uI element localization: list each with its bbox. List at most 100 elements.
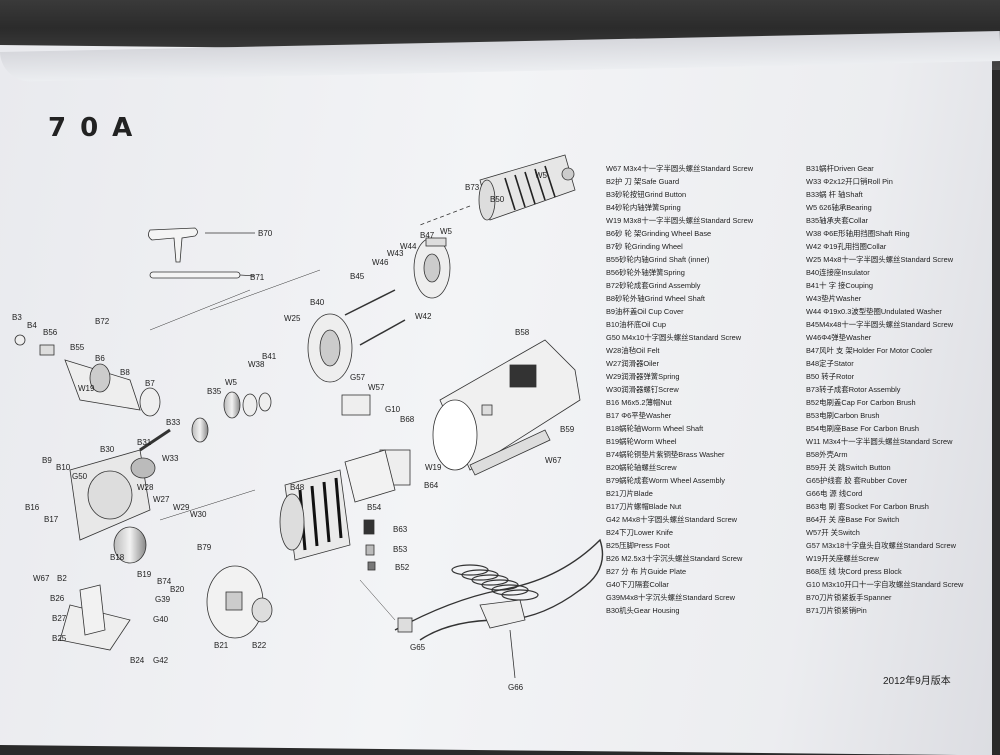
- part-label: B79: [197, 543, 212, 552]
- legend-entry: B8砂轮外轴Grind Wheel Shaft: [606, 294, 705, 303]
- part-label: B71: [250, 273, 265, 282]
- legend-entry: B41十 字 接Couping: [806, 281, 873, 290]
- legend-entry: W57开 关Switch: [806, 528, 860, 537]
- part-label-group: B70 B71 B73 B50 W5 W5 B47 W44 W43 W46 B4…: [12, 171, 575, 692]
- legend-entry: G42 M4x8十字圆头螺丝Standard Screw: [606, 515, 738, 524]
- part-label: G39: [155, 595, 171, 604]
- legend-entry: W27润滑器Oiler: [606, 359, 659, 368]
- legend-entry: B64开 关 座Base For Switch: [806, 515, 900, 524]
- insulator-drawing: [307, 313, 353, 383]
- legend-entry: B55砂轮内轴Grind Shaft (inner): [606, 255, 710, 264]
- legend-entry: G57 M3x18十字盘头自攻螺丝Standard Screw: [806, 541, 956, 550]
- part-label: B24: [130, 656, 145, 665]
- part-label: W38: [248, 360, 265, 369]
- legend-entry: B73转子成套Rotor Assembly: [806, 385, 901, 394]
- housing-drawing: [432, 339, 581, 471]
- legend-entry: B7砂 轮Grinding Wheel: [606, 242, 683, 251]
- part-label: B64: [424, 481, 439, 490]
- legend-entry: W33 Φ2x12开口销Roll Pin: [806, 177, 893, 186]
- part-label: W57: [368, 383, 385, 392]
- part-label: B73: [465, 183, 480, 192]
- legend-entry: B70刀片锁紧扳手Spanner: [806, 593, 892, 602]
- legend-entry: B20蜗轮轴螺丝Screw: [606, 463, 677, 472]
- part-label: B7: [145, 379, 155, 388]
- part-label: W5: [225, 378, 238, 387]
- gear-housing-drawing: [69, 449, 156, 541]
- legend-entry: B79蜗轮成套Worm Wheel Assembly: [606, 476, 725, 485]
- legend-entry: G39M4x8十字沉头螺丝Standard Screw: [606, 593, 735, 602]
- legend-entry: W19 M3x8十一字半圆头螺丝Standard Screw: [606, 216, 754, 225]
- part-label: B21: [214, 641, 229, 650]
- legend-entry: B33蜗 杆 轴Shaft: [806, 190, 863, 199]
- part-label: W27: [153, 495, 170, 504]
- legend-entry: B48定子Stator: [806, 359, 854, 368]
- part-label: G65: [410, 643, 426, 652]
- part-label: B2: [57, 574, 67, 583]
- legend-entry: W29润滑器弹簧Spring: [606, 372, 680, 381]
- legend-entry: B3砂轮按钮Grind Button: [606, 190, 687, 199]
- part-label: B9: [42, 456, 52, 465]
- legend-entry: B17刀片螺帽Blade Nut: [606, 502, 682, 511]
- part-label: W46: [372, 258, 389, 267]
- legend-entry: B71刀片锁紧销Pin: [806, 606, 867, 615]
- legend-entry: W19开关座螺丝Screw: [806, 554, 879, 563]
- part-label: B40: [310, 298, 325, 307]
- part-label: B6: [95, 354, 105, 363]
- pin-drawing: [149, 271, 241, 279]
- part-label: W19: [78, 384, 95, 393]
- part-label: B16: [25, 503, 40, 512]
- legend-entry: B2护 刀 架Safe Guard: [606, 177, 680, 186]
- fan-holder-drawing: [413, 237, 451, 299]
- part-label: B31: [137, 438, 152, 447]
- legend-entry: B26 M2.5x3十字沉头螺丝Standard Screw: [606, 554, 743, 563]
- part-label: B54: [367, 503, 382, 512]
- legend-entry: G40下刀隔套Collar: [606, 580, 669, 589]
- legend-entry: B30机头Gear Housing: [606, 606, 680, 615]
- legend-entry: B56砂轮外轴弹簧Spring: [606, 268, 685, 277]
- legend-entry: B6砂 轮 架Grinding Wheel Base: [606, 229, 712, 238]
- part-label: B18: [110, 553, 125, 562]
- part-label: W28: [137, 483, 154, 492]
- part-label: B53: [393, 545, 408, 554]
- switch-drawing: [469, 429, 551, 476]
- rotor-drawing: [419, 154, 576, 226]
- part-label: W5: [440, 227, 453, 236]
- part-label: B41: [262, 352, 277, 361]
- legend-entry: B74蜗轮铜垫片紫铜垫Brass Washer: [606, 450, 725, 459]
- legend-entry: B19蜗轮Worm Wheel: [606, 437, 677, 446]
- exploded-parts-diagram: B70 B71 B73 B50 W5 W5 B47 W44 W43 W46 B4…: [12, 154, 604, 692]
- legend-entry: B63电 刷 套Socket For Carbon Brush: [806, 502, 929, 511]
- legend-entry: B52电刷盖Cap For Carbon Brush: [806, 398, 916, 407]
- part-label: G57: [350, 373, 366, 382]
- part-label: B35: [207, 387, 222, 396]
- legend-entry: B4砂轮内轴弹簧Spring: [606, 203, 681, 212]
- legend-entry: B25压脚Press Foot: [606, 541, 670, 550]
- part-label: B3: [12, 313, 22, 322]
- part-label: B20: [170, 585, 185, 594]
- legend-entry: B35轴承夹套Collar: [806, 216, 869, 225]
- legend-entry: W30润滑器螺钉Screw: [606, 385, 679, 394]
- legend-entry: B27 分 布 片Guide Plate: [606, 567, 687, 576]
- part-label: B72: [95, 317, 110, 326]
- part-label: B70: [258, 229, 273, 238]
- legend-entry: B31蜗杆Driven Gear: [806, 164, 874, 173]
- legend-entry: B16 M6x5.2薄帽Nut: [606, 398, 672, 407]
- part-label: B56: [43, 328, 58, 337]
- edition-label: 2012年9月版本: [883, 676, 951, 687]
- part-label: B45: [350, 272, 365, 281]
- legend-entry: B24下刀Lower Knife: [606, 528, 673, 537]
- part-label: G40: [153, 615, 169, 624]
- part-label: G50: [72, 472, 88, 481]
- part-label: G66: [508, 683, 524, 692]
- part-label: W19: [425, 463, 442, 472]
- part-label: B8: [120, 368, 130, 377]
- part-label: W43: [387, 249, 404, 258]
- part-label: B10: [56, 463, 71, 472]
- legend-entry: G50 M4x10十字圆头螺丝Standard Screw: [606, 333, 742, 342]
- part-label: W67: [545, 456, 562, 465]
- legend-entry: B50 转子Rotor: [806, 372, 855, 381]
- legend-entry: W28油毡Oil Felt: [606, 346, 660, 355]
- legend-entry: W5 626轴承Bearing: [806, 203, 872, 212]
- spanner-drawing: [148, 227, 198, 263]
- part-label: W30: [190, 510, 207, 519]
